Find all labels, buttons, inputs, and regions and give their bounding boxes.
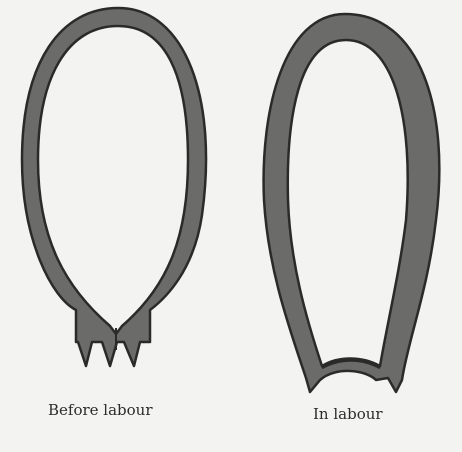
uterus-before-labour <box>22 8 206 366</box>
uterine-wall-before <box>22 8 206 366</box>
caption-in-labour: In labour <box>313 405 383 423</box>
caption-before-labour: Before labour <box>48 401 153 419</box>
uterus-in-labour <box>264 14 440 392</box>
uterine-wall-in-labour <box>264 14 440 392</box>
